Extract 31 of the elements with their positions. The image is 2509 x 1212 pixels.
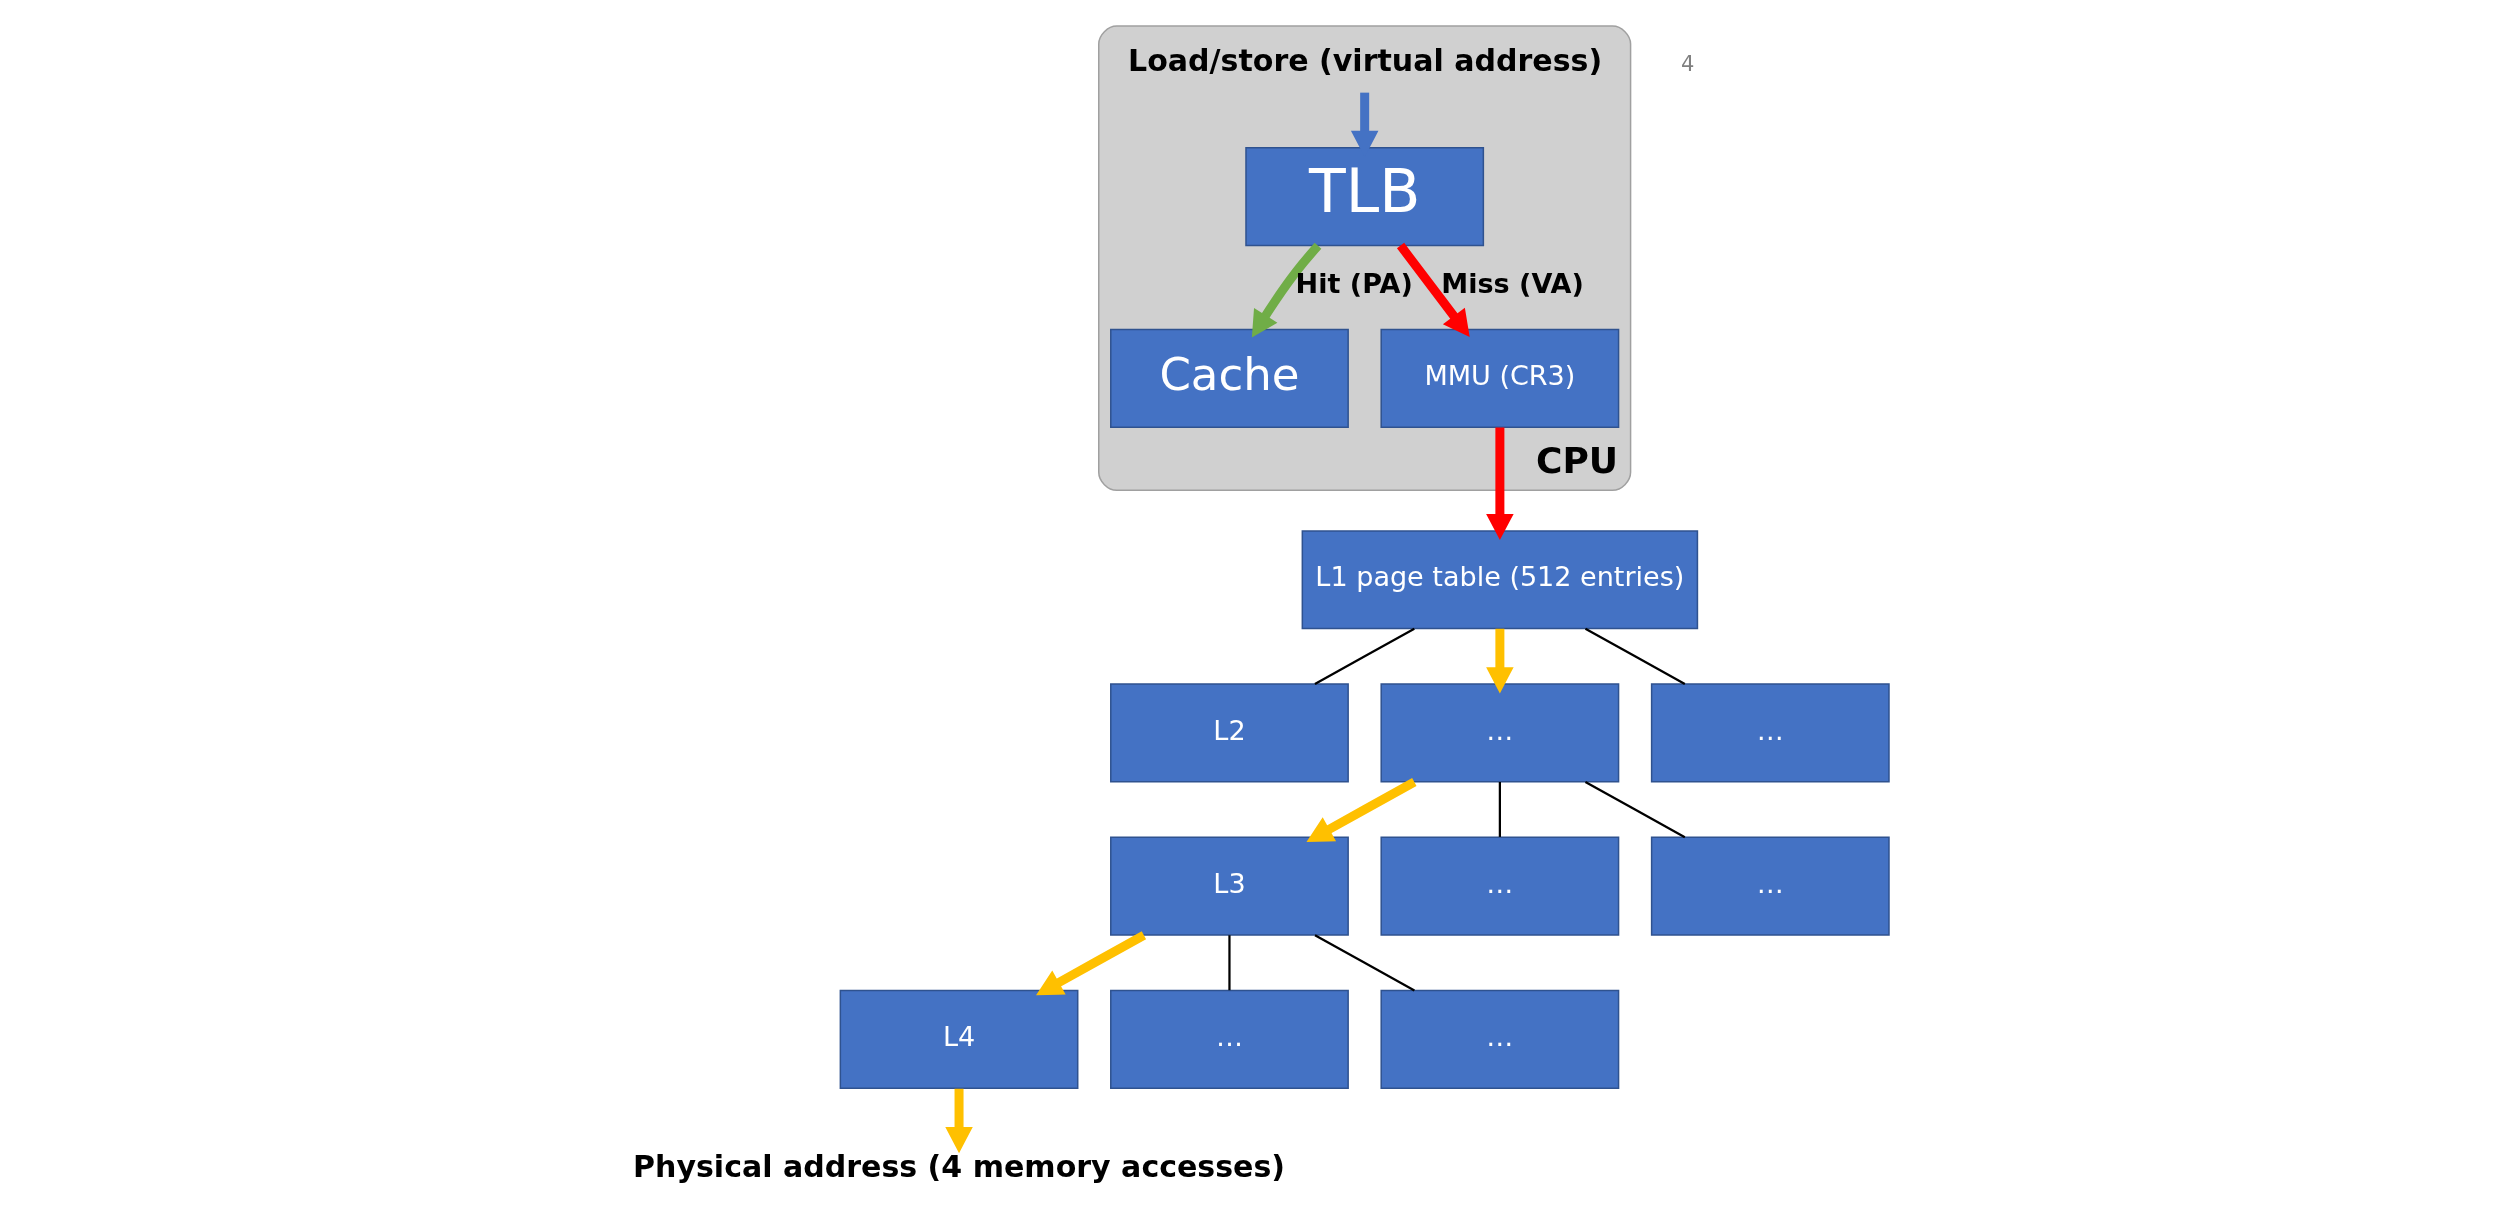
node-box: L4: [839, 989, 1078, 1089]
edge-label: Miss (VA): [1440, 267, 1584, 299]
node-box: MMU (CR3): [1379, 328, 1619, 428]
arrow: [1485, 628, 1514, 694]
connector: [1584, 627, 1685, 685]
connector: [1313, 934, 1415, 992]
connector: [1313, 627, 1415, 685]
arrow: [944, 1088, 973, 1154]
node-text: Physical address (4 memory accesses): [632, 1148, 1285, 1184]
connector: [1584, 781, 1685, 839]
node-box: …: [1379, 683, 1619, 783]
node-box: …: [1379, 989, 1619, 1089]
edge-label: Hit (PA): [1295, 267, 1413, 299]
node-box: Cache: [1109, 328, 1349, 428]
arrow: [1035, 931, 1146, 996]
node-box: …: [1650, 836, 1890, 936]
node-box: L2: [1109, 683, 1349, 783]
arrow: [1251, 242, 1321, 338]
connector: [1227, 935, 1231, 991]
arrow: [1396, 242, 1470, 337]
node-box: …: [1109, 989, 1349, 1089]
arrow: [1485, 427, 1514, 541]
node-box: L1 page table (512 entries): [1301, 530, 1698, 630]
arrow: [1305, 778, 1416, 842]
node-box: L3: [1109, 836, 1349, 936]
node-box: …: [1650, 683, 1890, 783]
connector: [1498, 782, 1501, 837]
node-box: …: [1379, 836, 1619, 936]
label: 4: [1680, 50, 1694, 76]
node-text: Load/store (virtual address): [1127, 43, 1602, 79]
node-box: TLB: [1244, 147, 1484, 247]
